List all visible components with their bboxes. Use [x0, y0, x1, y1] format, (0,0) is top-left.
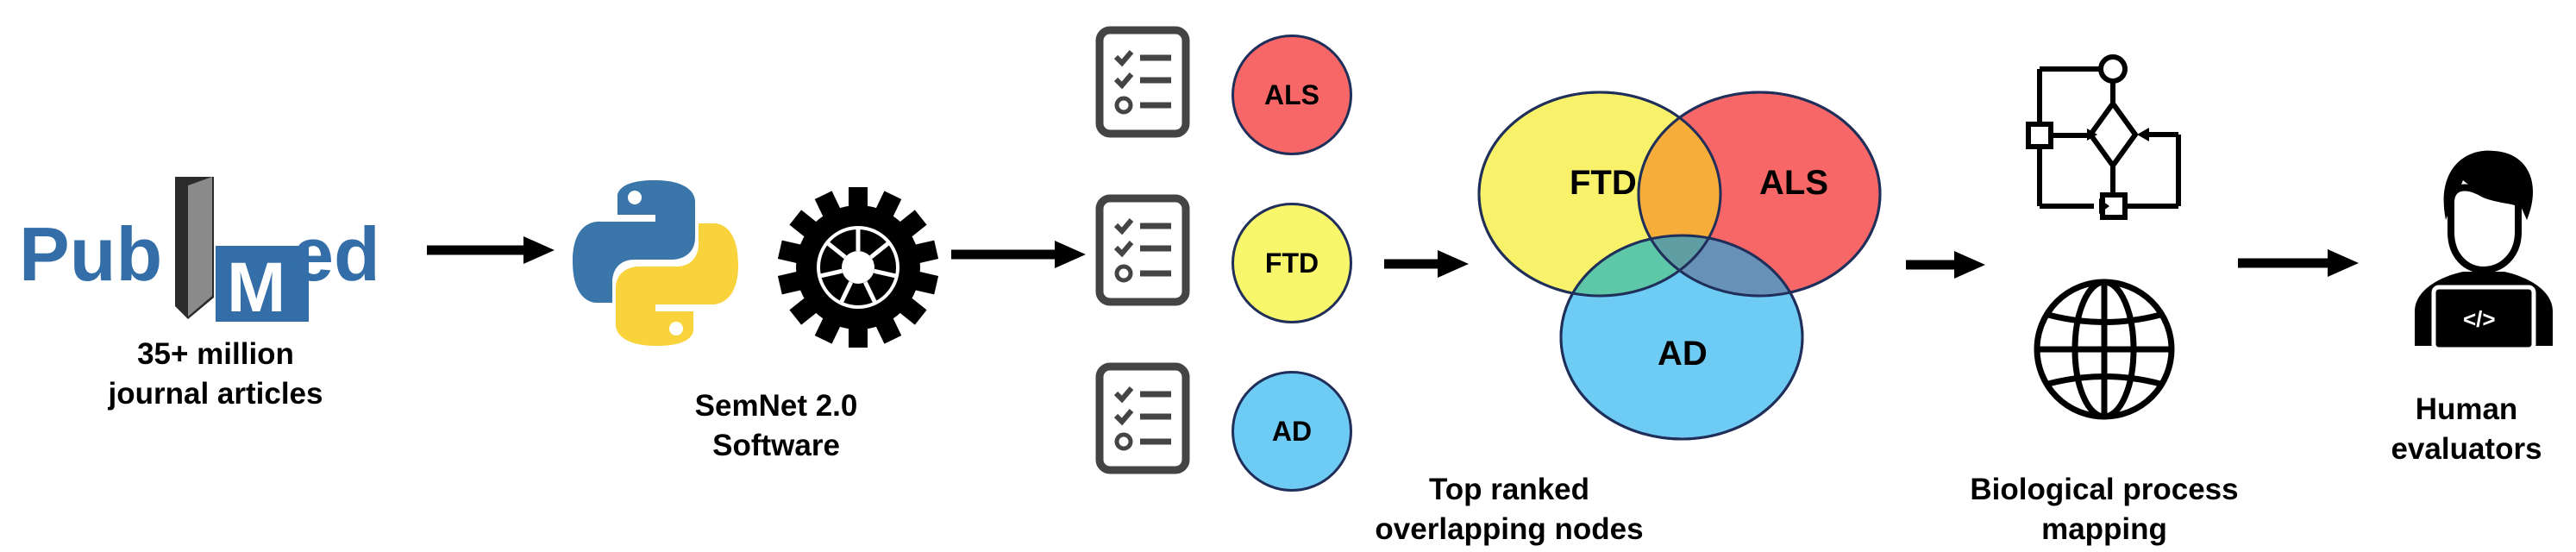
venn-label-ftd: FTD — [1570, 164, 1637, 202]
pubmed-book-cover — [216, 246, 309, 322]
developer-person-icon: </> — [2415, 150, 2553, 349]
disease-circle-ad: AD — [1232, 371, 1352, 492]
right-arrow-icon — [1906, 251, 1985, 279]
right-arrow-icon — [2238, 249, 2359, 277]
venn-label-als: ALS — [1759, 164, 1828, 202]
checklist-icon — [1095, 362, 1190, 479]
flowchart-icon — [2026, 54, 2181, 220]
python-logo-icon — [573, 180, 738, 346]
software-caption: SemNet 2.0 Software — [655, 386, 897, 466]
bio-caption-line2: mapping — [2041, 512, 2167, 546]
pubmed-logo-svg: Pub M ed — [19, 177, 380, 327]
disease-circle-als: ALS — [1232, 34, 1352, 155]
gear-spoke — [818, 268, 843, 279]
gear-spoke — [869, 241, 891, 260]
venn-overlap-als-ad — [1639, 235, 1802, 296]
venn-caption-line1: Top ranked — [1428, 473, 1590, 506]
venn-label-ad: AD — [1658, 335, 1708, 373]
gear-spoke — [838, 281, 854, 304]
venn-diagram: FTD ALS AD — [1477, 91, 1882, 441]
bio-caption-line1: Biological process — [1970, 473, 2239, 506]
right-arrow-icon — [1384, 250, 1469, 278]
human-caption-line1: Human — [2415, 392, 2518, 426]
right-arrow-icon — [951, 241, 1086, 268]
gear-spoke — [862, 281, 878, 304]
human-caption-line2: evaluators — [2391, 432, 2542, 466]
pubmed-caption-line1: 35+ million — [137, 337, 294, 371]
pubmed-logo: Pub M ed — [16, 168, 421, 327]
venn-caption: Top ranked overlapping nodes — [1350, 470, 1669, 549]
checklist-icon — [1095, 26, 1190, 142]
disease-circle-ftd: FTD — [1232, 203, 1352, 323]
human-caption: Human evaluators — [2363, 390, 2570, 469]
software-caption-line2: Software — [712, 429, 840, 462]
pubmed-caption: 35+ million journal articles — [69, 335, 362, 414]
disease-circle-label: AD — [1271, 415, 1313, 447]
pubmed-logo-ed: ed — [291, 211, 380, 297]
venn-caption-line2: overlapping nodes — [1375, 512, 1644, 546]
laptop-code-glyph: </> — [2463, 306, 2496, 332]
disease-circle-label: ALS — [1264, 78, 1319, 110]
pubmed-book-page — [188, 177, 212, 317]
bio-caption: Biological process mapping — [1958, 470, 2251, 549]
software-caption-line1: SemNet 2.0 — [694, 389, 858, 423]
venn-overlap-ftd-ad — [1561, 235, 1720, 296]
gear-icon — [777, 187, 939, 348]
right-arrow-icon — [427, 236, 555, 264]
disease-circle-label: FTD — [1264, 247, 1319, 279]
gear-spoke — [873, 268, 898, 279]
pubmed-caption-line2: journal articles — [108, 377, 323, 411]
pubmed-logo-m: M — [227, 248, 285, 323]
gear-spoke — [825, 241, 847, 260]
pubmed-logo-pub: Pub — [19, 211, 162, 297]
checklist-icon — [1095, 194, 1190, 310]
globe-icon — [2034, 279, 2175, 420]
